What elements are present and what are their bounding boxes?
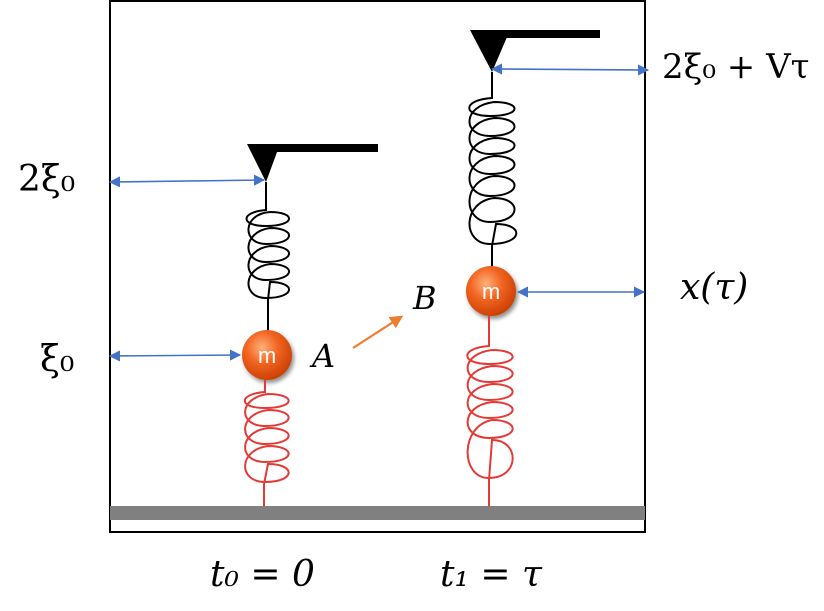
dim-arrow-right-top	[490, 63, 650, 76]
left-lower-spring	[244, 380, 290, 506]
right-mass-label: m	[482, 279, 500, 304]
dim-arrow-left-top	[108, 174, 266, 188]
left-mass	[242, 330, 292, 380]
left-upper-spring	[245, 182, 290, 336]
ground-plate	[110, 506, 645, 520]
label-two-xi0: 2ξ₀	[18, 159, 76, 200]
label-xi0: ξ₀	[40, 339, 75, 380]
right-support-bar	[490, 30, 600, 38]
label-x-tau: x(τ)	[680, 267, 749, 308]
label-two-xi0-plus-vtau: 2ξ₀ + Vτ	[662, 47, 810, 87]
right-upper-spring	[468, 72, 518, 270]
right-lower-spring	[466, 316, 514, 506]
right-mass	[466, 266, 516, 316]
left-mass-label: m	[258, 343, 276, 368]
left-support-bar	[262, 144, 378, 152]
label-time-right: t₁ = τ	[440, 554, 542, 595]
left-support-wedge	[247, 144, 280, 182]
transition-arrow	[352, 315, 404, 349]
label-time-left: t₀ = 0	[210, 554, 315, 595]
dim-arrow-left-bottom	[108, 349, 242, 362]
label-point-a: A	[312, 337, 336, 375]
right-support-wedge	[470, 30, 510, 72]
frame	[109, 0, 646, 533]
label-point-b: B	[413, 279, 437, 317]
